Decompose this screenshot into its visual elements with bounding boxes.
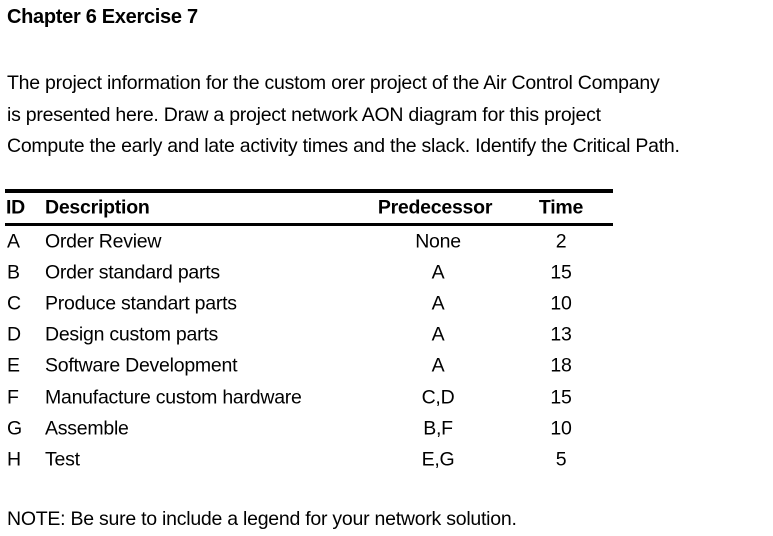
cell-description: Produce standart parts xyxy=(45,292,237,315)
cell-id: F xyxy=(7,386,19,409)
cell-description: Test xyxy=(45,448,80,471)
cell-time: 18 xyxy=(550,354,572,377)
header-predecessor: Predecessor xyxy=(377,196,493,219)
note-text: NOTE: Be sure to include a legend for yo… xyxy=(7,508,517,530)
cell-id: H xyxy=(7,448,21,471)
header-description: Description xyxy=(45,196,150,219)
cell-time: 10 xyxy=(550,292,572,315)
cell-time: 2 xyxy=(555,230,567,253)
cell-time: 5 xyxy=(555,448,567,471)
activity-table: ID Description Predecessor Time A Order … xyxy=(5,189,613,476)
header-time: Time xyxy=(538,196,584,219)
cell-predecessor: A xyxy=(431,261,445,284)
cell-predecessor: A xyxy=(431,354,445,377)
cell-id: B xyxy=(7,261,20,284)
cell-id: A xyxy=(7,230,20,253)
table-row: G Assemble B,F 10 xyxy=(5,413,613,444)
page-title: Chapter 6 Exercise 7 xyxy=(7,6,198,28)
table-row: H Test E,G 5 xyxy=(5,444,613,475)
cell-description: Software Development xyxy=(45,354,238,377)
cell-time: 13 xyxy=(550,323,572,346)
cell-time: 10 xyxy=(550,417,572,440)
table-row: C Produce standart parts A 10 xyxy=(5,288,613,319)
cell-predecessor: E,G xyxy=(421,448,455,471)
table-row: A Order Review None 2 xyxy=(5,226,613,257)
cell-description: Design custom parts xyxy=(45,323,218,346)
cell-predecessor: B,F xyxy=(423,417,453,440)
cell-predecessor: C,D xyxy=(421,386,455,409)
table-row: F Manufacture custom hardware C,D 15 xyxy=(5,382,613,413)
table-row: E Software Development A 18 xyxy=(5,351,613,382)
cell-predecessor: A xyxy=(431,292,445,315)
table-header-row: ID Description Predecessor Time xyxy=(5,193,613,223)
cell-time: 15 xyxy=(550,261,572,284)
table-header-rule xyxy=(5,223,613,226)
cell-description: Assemble xyxy=(45,417,129,440)
cell-id: C xyxy=(7,292,21,315)
intro-paragraph: The project information for the custom o… xyxy=(7,68,680,163)
cell-predecessor: A xyxy=(431,323,445,346)
table-row: D Design custom parts A 13 xyxy=(5,320,613,351)
table-top-rule xyxy=(5,189,613,193)
cell-id: D xyxy=(7,323,21,346)
cell-description: Order standard parts xyxy=(45,261,220,284)
intro-line: Compute the early and late activity time… xyxy=(7,135,680,157)
cell-time: 15 xyxy=(550,386,572,409)
cell-id: G xyxy=(7,417,22,440)
cell-id: E xyxy=(7,354,20,377)
cell-predecessor: None xyxy=(415,230,461,253)
cell-description: Order Review xyxy=(45,230,162,253)
cell-description: Manufacture custom hardware xyxy=(45,386,302,409)
intro-line: The project information for the custom o… xyxy=(7,72,660,94)
header-id: ID xyxy=(6,196,25,219)
table-row: B Order standard parts A 15 xyxy=(5,257,613,288)
intro-line: is presented here. Draw a project networ… xyxy=(7,103,601,126)
